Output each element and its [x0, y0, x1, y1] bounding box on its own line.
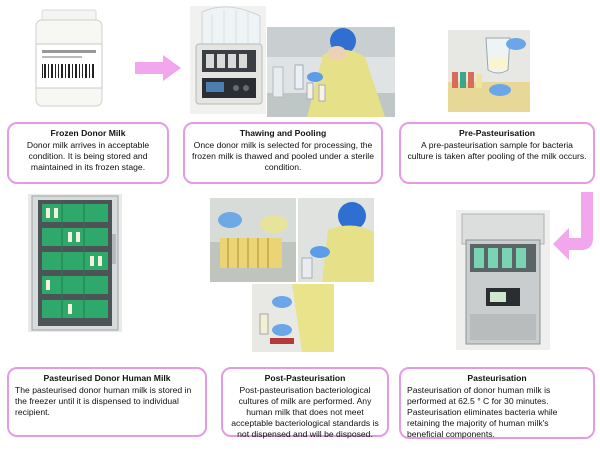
step-pasteurisation: Pasteurisation Pasteurisation of donor h… [399, 367, 595, 439]
milk-bottle-icon [28, 6, 110, 110]
freezer-photo [28, 194, 122, 332]
step-post-pasteurisation: Post-Pasteurisation Post-pasteurisation … [221, 367, 389, 439]
step-pasteurised-donor-human-milk: Pasteurised Donor Human Milk The pasteur… [7, 367, 207, 437]
step-description: Donor milk arrives in acceptable conditi… [26, 140, 150, 172]
pooling-photo [267, 27, 395, 117]
post-pasteurisation-photo-1 [210, 198, 296, 282]
step-description: A pre-pasteurisation sample for bacteria… [407, 140, 587, 161]
step-title: Pasteurisation [467, 373, 527, 383]
step-description: Post-pasteurisation bacteriological cult… [231, 385, 379, 439]
step-title: Frozen Donor Milk [50, 128, 126, 138]
pre-pasteurisation-photo [448, 30, 530, 112]
arrow-down-left-icon [553, 192, 593, 260]
step-pre-pasteurisation: Pre-Pasteurisation A pre-pasteurisation … [399, 122, 595, 184]
post-pasteurisation-photo-3 [252, 284, 334, 352]
step-description: Once donor milk is selected for processi… [191, 140, 374, 172]
thawing-machine-photo [190, 6, 266, 114]
step-title: Pasteurised Donor Human Milk [43, 373, 171, 383]
arrow-right-icon [135, 55, 181, 81]
step-thawing-and-pooling: Thawing and Pooling Once donor milk is s… [183, 122, 383, 184]
step-description: The pasteurised donor human milk is stor… [15, 385, 192, 417]
step-title: Pre-Pasteurisation [459, 128, 535, 138]
step-title: Post-Pasteurisation [264, 373, 346, 383]
step-description: Pasteurisation of donor human milk is pe… [407, 385, 558, 439]
step-title: Thawing and Pooling [239, 128, 327, 138]
pasteuriser-photo [456, 210, 550, 350]
post-pasteurisation-photo-2 [298, 198, 374, 282]
step-frozen-donor-milk: Frozen Donor Milk Donor milk arrives in … [7, 122, 169, 184]
frozen-milk-bottle-photo [28, 6, 110, 110]
